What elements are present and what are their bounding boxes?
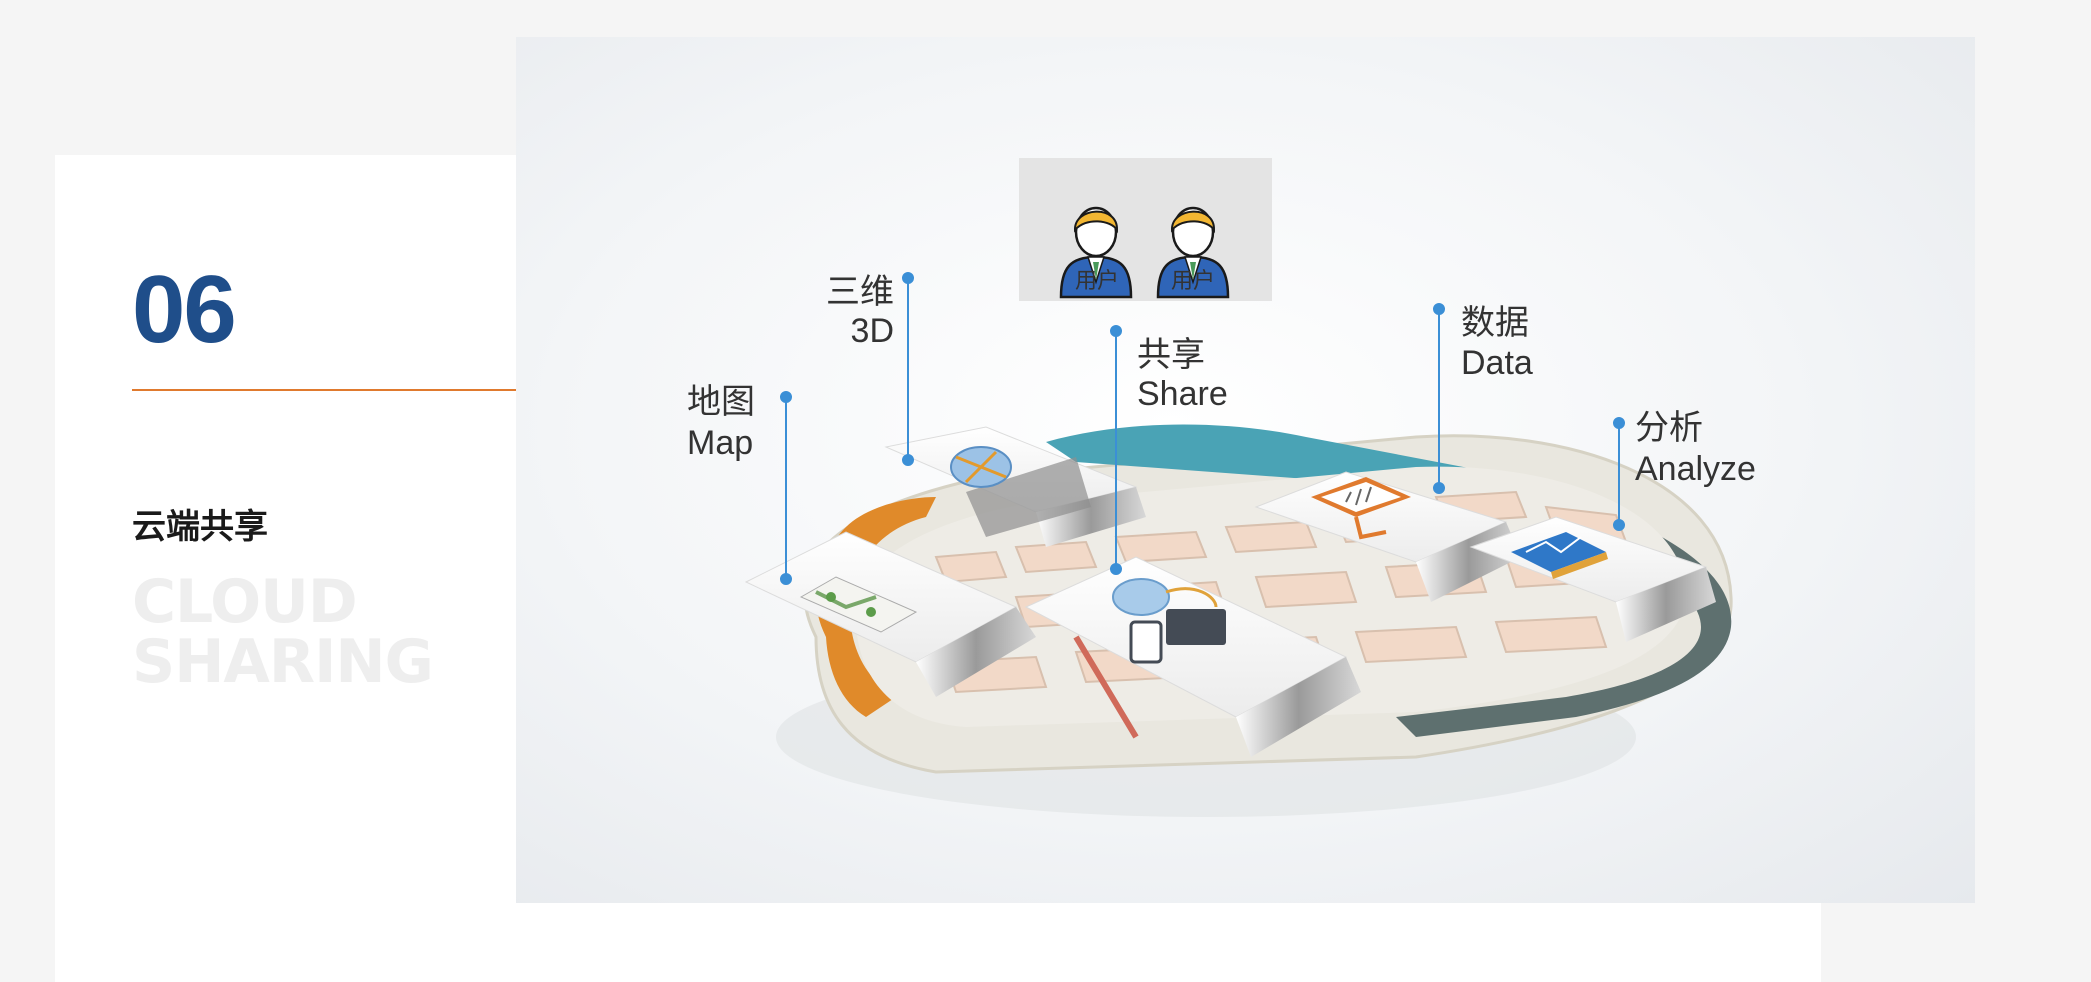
callout-share-en: Share	[1137, 375, 1228, 413]
callout-3d-en: 3D	[851, 312, 894, 350]
section-title-en: CLOUD SHARING	[132, 567, 434, 697]
callout-labels: 地图 Map 三维 3D 共享 Share 数据 Data 分析 Analyze	[687, 273, 1756, 488]
three-d-tile	[884, 426, 1146, 547]
user-label: 用户	[1075, 268, 1119, 293]
analysis-icon	[1511, 532, 1608, 579]
callout-data-cn: 数据	[1461, 304, 1529, 342]
callout-analyze-cn: 分析	[1635, 409, 1703, 447]
callout-analyze-en: Analyze	[1635, 450, 1756, 488]
callout-share-cn: 共享	[1137, 336, 1205, 374]
user-icon	[1059, 206, 1133, 299]
user-icon	[1156, 206, 1230, 299]
callout-3d-cn: 三维	[826, 273, 894, 311]
monitor-chart-icon	[1311, 477, 1411, 540]
callout-map-cn: 地图	[687, 383, 755, 421]
callout-data-en: Data	[1461, 344, 1533, 382]
data-tile	[1254, 471, 1521, 602]
section-number: 06	[132, 256, 237, 363]
title-en-line2: SHARING	[132, 627, 434, 697]
map-icon	[799, 576, 918, 633]
globe-icon	[950, 446, 1012, 488]
callout-map-en: Map	[687, 424, 753, 462]
cloud-devices-icon	[1112, 578, 1226, 664]
title-en-line1: CLOUD	[132, 567, 358, 637]
illustration-svg: 用户 用户 地图 Map 三维 3D 共享 Share 数据 Data 分析 A…	[687, 158, 1756, 817]
map-tile	[744, 531, 1036, 697]
callout-lines	[780, 272, 1625, 585]
section-title-cn: 云端共享	[132, 508, 268, 546]
analyze-tile	[1469, 516, 1716, 642]
cloud-sharing-illustration: 用户 用户 地图 Map 三维 3D 共享 Share 数据 Data 分析 A…	[516, 37, 1975, 903]
user-label: 用户	[1171, 268, 1215, 293]
share-tile	[1024, 556, 1361, 757]
users-panel: 用户 用户	[1019, 158, 1272, 301]
accent-divider	[132, 389, 530, 391]
